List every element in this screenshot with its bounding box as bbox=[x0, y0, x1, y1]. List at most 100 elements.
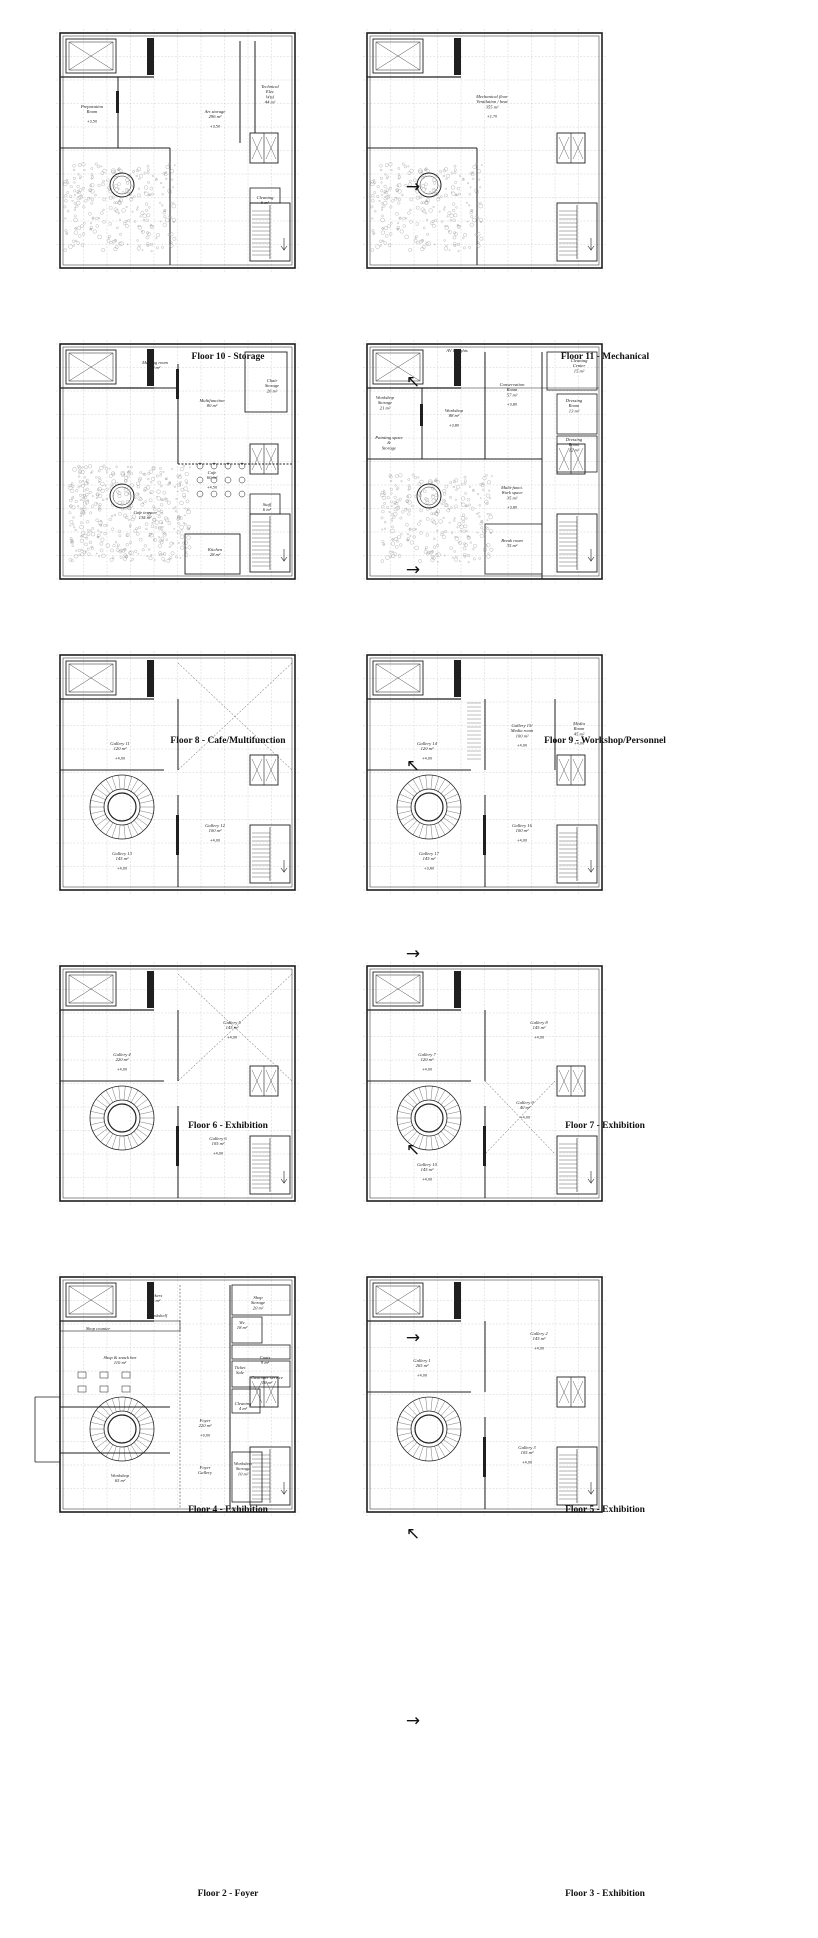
leaf bbox=[444, 193, 448, 198]
inner-wall bbox=[62, 346, 293, 577]
leaf bbox=[452, 242, 457, 246]
leaf bbox=[125, 543, 129, 547]
column bbox=[483, 1437, 486, 1477]
leaf bbox=[165, 517, 170, 522]
leaf bbox=[407, 500, 412, 505]
leaf bbox=[419, 531, 423, 535]
leaf bbox=[131, 514, 136, 519]
leaf bbox=[143, 486, 148, 491]
leaf bbox=[91, 495, 94, 497]
stair-cross bbox=[375, 352, 421, 382]
leaf bbox=[414, 494, 418, 498]
leaf bbox=[165, 538, 168, 541]
spiral-core bbox=[414, 1103, 444, 1133]
leaf bbox=[467, 182, 470, 185]
leaf bbox=[388, 162, 393, 167]
leaf bbox=[370, 180, 374, 184]
leaf bbox=[165, 177, 168, 180]
stair-cross bbox=[68, 663, 114, 693]
leaf bbox=[444, 530, 448, 533]
leaf bbox=[139, 215, 142, 218]
leaf bbox=[152, 505, 155, 508]
leaf bbox=[457, 250, 460, 253]
leaf bbox=[183, 540, 188, 545]
leaf bbox=[78, 234, 82, 238]
leaf bbox=[82, 493, 85, 496]
leaf bbox=[407, 211, 411, 215]
leaf bbox=[389, 487, 393, 491]
leaf bbox=[91, 470, 94, 473]
leaf bbox=[423, 226, 426, 229]
leaf bbox=[178, 515, 181, 519]
spiral-tread bbox=[418, 1398, 424, 1412]
leaf bbox=[401, 193, 404, 197]
leaf bbox=[462, 546, 467, 551]
cafe-table bbox=[210, 476, 218, 484]
room-label-line: Workshop bbox=[234, 1461, 253, 1466]
leaf bbox=[73, 208, 76, 211]
leaf bbox=[84, 550, 88, 553]
leaf bbox=[383, 184, 387, 188]
leaf bbox=[476, 512, 478, 515]
leaf bbox=[125, 533, 130, 537]
leaf bbox=[433, 537, 436, 540]
leaf bbox=[171, 468, 173, 470]
leaf bbox=[181, 529, 183, 531]
leaf bbox=[173, 485, 176, 488]
leaf bbox=[397, 201, 401, 205]
leaf bbox=[149, 224, 154, 229]
leaf bbox=[67, 210, 70, 213]
leaf bbox=[165, 171, 168, 174]
leaf bbox=[80, 510, 85, 515]
leaf bbox=[81, 186, 85, 190]
leaf bbox=[394, 484, 397, 487]
leaf bbox=[463, 233, 467, 237]
leaf bbox=[159, 471, 163, 474]
leaf bbox=[418, 559, 423, 563]
leaf bbox=[124, 548, 127, 550]
leaf bbox=[390, 169, 393, 172]
cafe-seat bbox=[99, 1385, 109, 1393]
leaf bbox=[388, 473, 392, 477]
room-label-line: Dressing bbox=[565, 398, 583, 403]
leaf bbox=[409, 179, 412, 183]
leaf bbox=[109, 486, 114, 490]
leaf bbox=[90, 546, 94, 550]
spiral-tread bbox=[430, 775, 433, 790]
room-label-line: 45 m² bbox=[574, 731, 585, 736]
leaf bbox=[434, 219, 438, 222]
leaf bbox=[472, 177, 475, 180]
leaf bbox=[165, 477, 168, 480]
leaf bbox=[163, 215, 167, 219]
leaf bbox=[453, 519, 456, 522]
leaf bbox=[98, 508, 102, 512]
bookshelf bbox=[59, 1320, 181, 1332]
leaf bbox=[472, 171, 475, 174]
leaf bbox=[139, 173, 143, 178]
leaf bbox=[431, 220, 435, 223]
leaf bbox=[73, 217, 78, 223]
outer-wall bbox=[366, 1276, 603, 1513]
leaf bbox=[425, 199, 428, 202]
leaf bbox=[429, 190, 431, 193]
leaf bbox=[409, 534, 412, 537]
leaf bbox=[437, 561, 439, 563]
leaf bbox=[64, 229, 68, 232]
leaf bbox=[106, 471, 108, 474]
stair-arrow bbox=[587, 549, 595, 562]
leaf bbox=[426, 552, 430, 556]
leaf bbox=[138, 177, 141, 180]
leaf bbox=[164, 498, 169, 502]
leaf bbox=[466, 535, 471, 540]
leaf bbox=[421, 176, 425, 180]
spiral-tread bbox=[105, 1444, 114, 1457]
spiral-tread bbox=[418, 1446, 424, 1460]
spiral-tread bbox=[111, 824, 117, 838]
leaf bbox=[71, 559, 74, 562]
caption-floor-4: Floor 4 - Exhibition bbox=[188, 1505, 268, 1515]
leaf bbox=[135, 532, 140, 536]
leaf bbox=[393, 507, 398, 512]
